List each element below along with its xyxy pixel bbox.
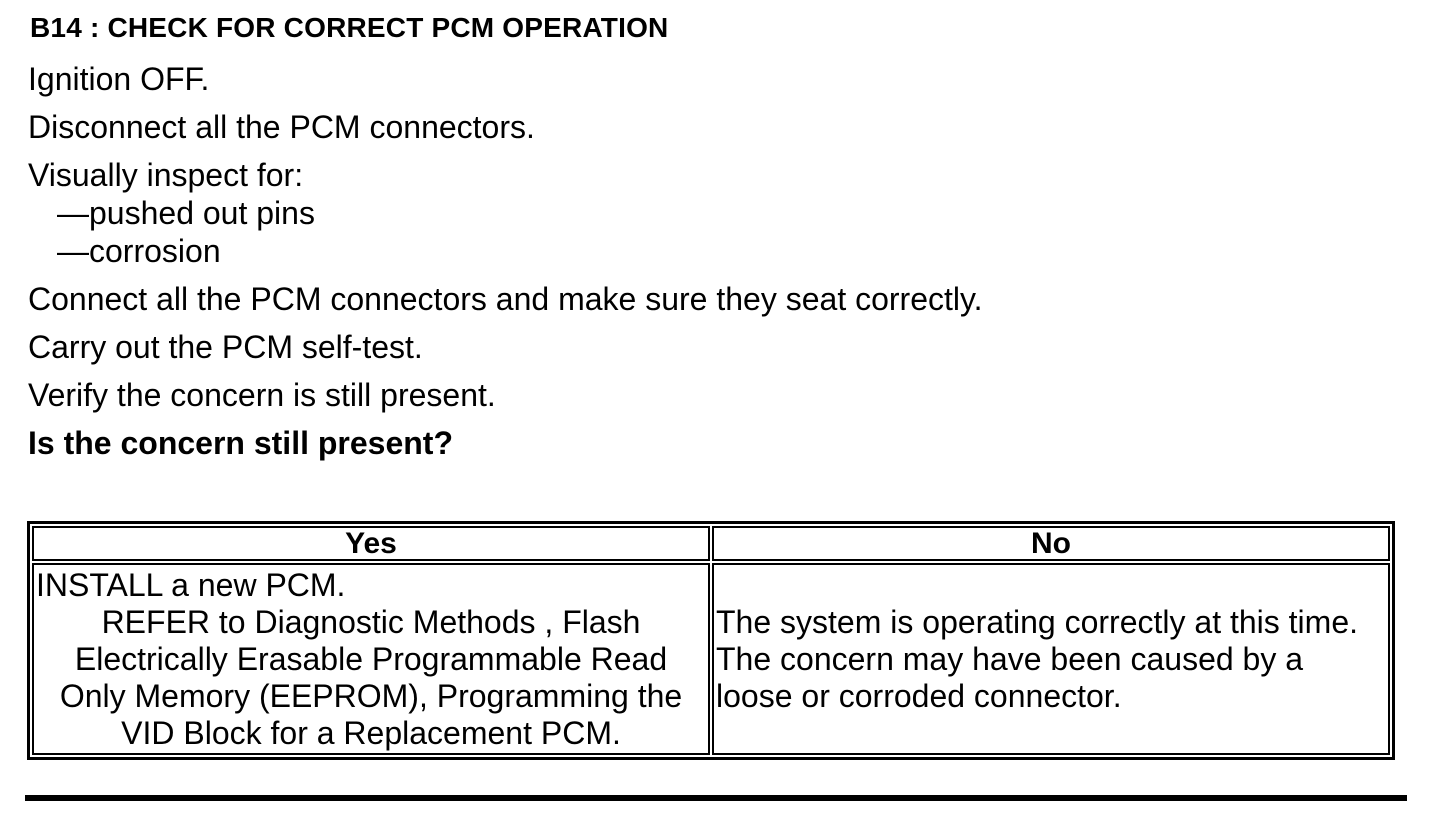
results-header-row: Yes No [32, 526, 1390, 561]
inspect-item-pushed-out-pins: —pushed out pins [57, 195, 315, 231]
step-disconnect-connectors: Disconnect all the PCM connectors. [28, 109, 535, 145]
step-visually-inspect: Visually inspect for: [28, 157, 304, 193]
refer-instruction: REFER to Diagnostic Methods , Flash Elec… [59, 603, 683, 751]
question-text: Is the concern still present? [28, 425, 453, 461]
step-ignition-off: Ignition OFF. [28, 61, 210, 97]
bottom-divider [25, 795, 1407, 801]
results-table: Yes No INSTALL a new PCM. REFER to Diagn… [27, 521, 1395, 760]
no-result-text: The system is operating correctly at thi… [716, 603, 1358, 714]
step-verify-concern: Verify the concern is still present. [28, 377, 496, 413]
yes-result-cell: INSTALL a new PCM. REFER to Diagnostic M… [32, 563, 710, 755]
yes-header-cell: Yes [32, 526, 710, 561]
inspect-item-corrosion: —corrosion [57, 233, 221, 269]
install-instruction: INSTALL a new PCM. [36, 566, 346, 603]
no-header-cell: No [712, 526, 1390, 561]
step-connect-connectors: Connect all the PCM connectors and make … [28, 281, 983, 317]
results-body-row: INSTALL a new PCM. REFER to Diagnostic M… [32, 563, 1390, 755]
page-title: B14 : CHECK FOR CORRECT PCM OPERATION [30, 12, 669, 43]
step-self-test: Carry out the PCM self-test. [28, 329, 423, 365]
no-result-cell: The system is operating correctly at thi… [712, 563, 1390, 755]
